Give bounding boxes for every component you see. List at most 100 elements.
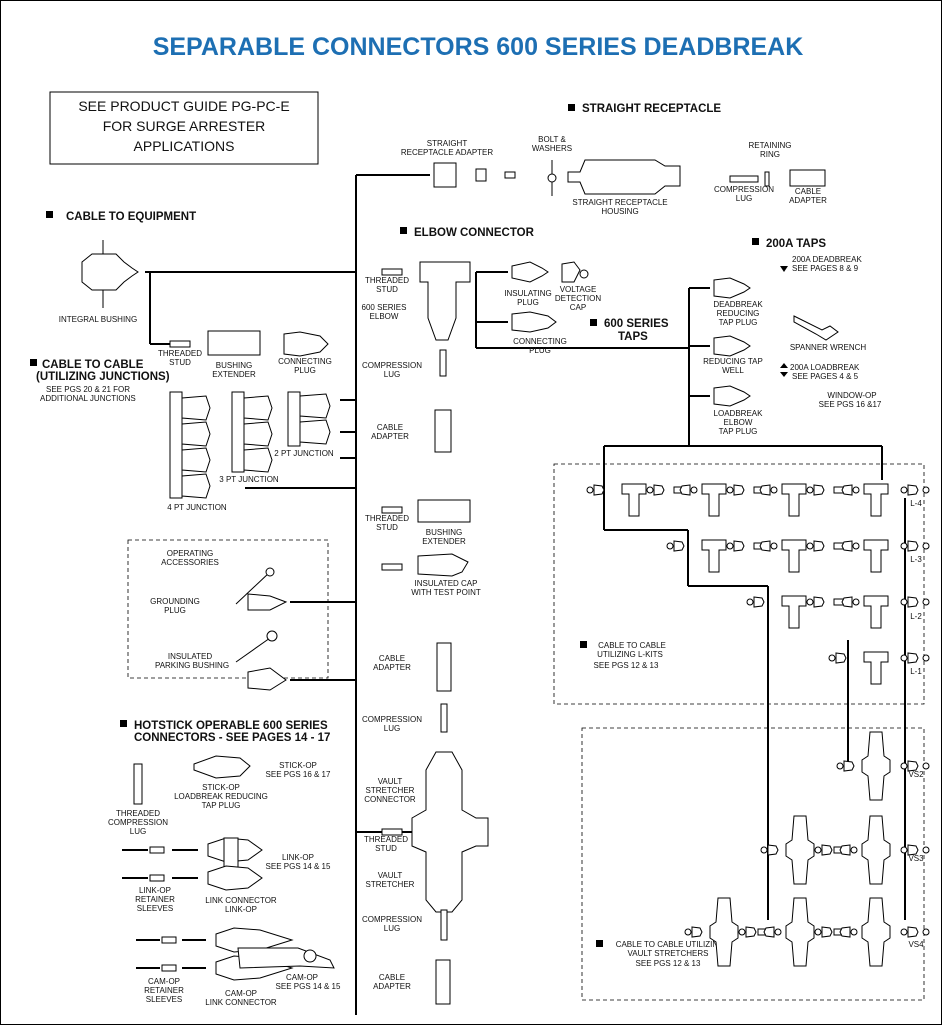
label-cable: CABLE [795,187,821,196]
label-operating: OPERATING [167,549,214,558]
label-see-pgs-14-15: SEE PGS 14 & 15 [266,862,331,871]
label-compression-4: COMPRESSION [362,915,422,924]
vault-stretcher-row [760,815,930,885]
label-plug-3: PLUG [529,346,551,355]
label-adapter-4: ADAPTER [373,982,411,991]
label-see-pgs-16-17: SEE PGS 16 &17 [819,400,882,409]
label-cable-3: CABLE [379,654,405,663]
spanner-wrench [793,315,839,341]
3-pt-junction [231,391,273,473]
label-see-pages-8-9: SEE PAGES 8 & 9 [792,264,859,273]
label-link-connector-2: LINK CONNECTOR [205,998,277,1007]
elbow-connector-section: ELBOW CONNECTOR THREADED STUD 600 SERIES… [362,227,601,453]
label-window-op: WINDOW-OP [827,391,876,400]
label-vs4: VS4 [908,940,924,949]
label-accessories: ACCESSORIES [161,558,219,567]
l-kit-row [666,539,930,573]
cable-to-cable-section: CABLE TO CABLE (UTILIZING JUNCTIONS) SEE… [30,359,334,512]
label-see-pgs-14-15-2: SEE PGS 14 & 15 [276,982,341,991]
l-kits-section: CABLE TO CABLE UTILIZING L-KITS SEE PGS … [553,463,930,705]
label-stud-4: STUD [375,844,397,853]
label-l-3: L-3 [910,555,922,564]
label-see-pgs-12-13-2: SEE PGS 12 & 13 [636,959,701,968]
label-lug: LUG [736,194,752,203]
label-4-pt-junction: 4 PT JUNCTION [167,503,227,512]
mid-column-parts: THREADED STUD BUSHING EXTENDER INSULATED… [365,499,481,597]
label-sleeves-2: SLEEVES [146,995,182,1004]
label-integral-bushing: INTEGRAL BUSHING [59,315,137,324]
label-test-point: WITH TEST POINT [411,588,481,597]
label-deadbreak: DEADBREAK [713,300,763,309]
label-3-pt-junction: 3 PT JUNCTION [219,475,279,484]
label-bushing-2: BUSHING [426,528,462,537]
connecting-plug [283,331,329,357]
insulating-plug [511,261,549,283]
label-plug: PLUG [294,366,316,375]
label-washers: WASHERS [532,144,572,153]
label-600-series: 600 SERIES [362,303,407,312]
label-plug-2: PLUG [517,298,539,307]
label-cable-to-cable-2: CABLE TO CABLE [598,641,666,650]
bushing-extender [207,330,261,356]
label-threaded-3: THREADED [365,514,409,523]
label-l-2: L-2 [910,612,922,621]
vault-stretcher-row [684,897,930,967]
label-lug-2: LUG [384,370,400,379]
label-adapter: ADAPTER [789,196,827,205]
label-ring: RING [760,150,780,159]
cable-to-equipment-section: CABLE TO EQUIPMENT INTEGRAL BUSHING THRE… [46,211,332,379]
vault-stretcher-connector [411,751,489,913]
label-link-connector: LINK CONNECTOR [205,896,277,905]
straight-receptacle-housing [567,159,681,195]
label-retaining: RETAINING [749,141,792,150]
label-connecting: CONNECTING [278,357,332,366]
section-elbow-connector: ELBOW CONNECTOR [414,227,535,239]
section-600-taps-2: TAPS [618,331,648,343]
label-link-op-2: LINK-OP [139,886,171,895]
label-stud-2: STUD [376,285,398,294]
label-vault-2: VAULT [378,871,403,880]
label-srh-1: STRAIGHT RECEPTACLE [572,198,667,207]
label-grounding: GROUNDING [150,597,200,606]
label-stud-3: STUD [376,523,398,532]
label-insulating: INSULATING [504,289,551,298]
label-threaded-5: THREADED [116,809,160,818]
label-srh-2: HOUSING [601,207,638,216]
label-200a-loadbreak: 200A LOADBREAK [790,363,860,372]
label-elbow-2: ELBOW [724,418,753,427]
label-sleeves: SLEEVES [137,904,173,913]
label-parking-bushing: PARKING BUSHING [155,661,229,670]
label-threaded-4: THREADED [364,835,408,844]
section-hotstick-1: HOTSTICK OPERABLE 600 SERIES [134,720,328,732]
section-hotstick-2: CONNECTORS - SEE PAGES 14 - 17 [134,732,330,744]
label-link-op-3: LINK-OP [225,905,257,914]
label-tap-plug: TAP PLUG [719,318,758,327]
label-l-4: L-4 [910,499,922,508]
l-kit-rows [586,483,930,685]
deadbreak-reducing-tap-plug [713,277,751,299]
section-cable-to-equipment: CABLE TO EQUIPMENT [66,211,196,223]
cable-adapter [789,169,826,187]
label-threaded-2: THREADED [365,276,409,285]
l-kit-row [586,483,930,517]
label-compression-5: COMPRESSION [108,818,168,827]
label-loadbreak: LOADBREAK [714,409,764,418]
label-compression: COMPRESSION [714,185,774,194]
straight-receptacle-section: STRAIGHT RECEPTACLE STRAIGHT RECEPTACLE … [401,103,827,216]
note-box: SEE PRODUCT GUIDE PG-PC-E FOR SURGE ARRE… [49,91,319,165]
label-vs2: VS2 [908,770,924,779]
loadbreak-elbow-tap-plug [713,385,751,407]
label-lug-5: LUG [130,827,146,836]
section-utilizing-junctions: (UTILIZING JUNCTIONS) [36,371,170,383]
section-straight-receptacle: STRAIGHT RECEPTACLE [582,103,721,115]
label-l-1: L-1 [910,667,922,676]
vault-stretchers-section: CABLE TO CABLE UTILIZING VAULT STRETCHER… [581,727,930,1001]
compression-lug [729,175,759,183]
label-vault-stretchers: VAULT STRETCHERS [628,949,709,958]
label-2-pt-junction: 2 PT JUNCTION [274,449,334,458]
label-additional-junctions: ADDITIONAL JUNCTIONS [40,394,136,403]
label-compression-3: COMPRESSION [362,715,422,724]
